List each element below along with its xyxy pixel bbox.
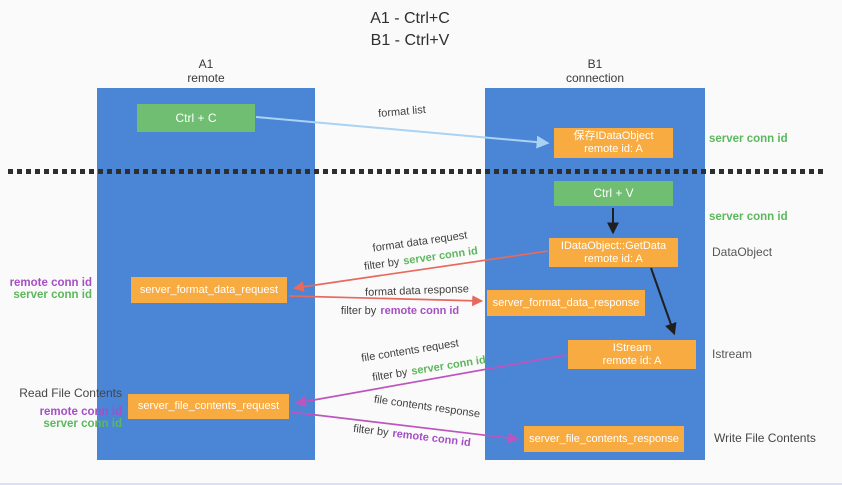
ctrl-c-label: Ctrl + C — [175, 110, 217, 125]
istream-line1: IStream — [612, 341, 652, 354]
server-file-contents-request-label: server_file_contents_request — [137, 400, 280, 412]
server-file-contents-request-node: server_file_contents_request — [128, 394, 289, 419]
server-format-data-request-label: server_format_data_request — [139, 283, 279, 296]
istream-side-label: Istream — [712, 347, 753, 361]
bottom-edge-line — [0, 483, 842, 485]
a1-subtitle: remote — [187, 71, 225, 85]
remote-conn-id-text: remote conn id — [391, 427, 472, 450]
remote-conn-id-text: remote conn id — [380, 305, 460, 317]
getdata-node: IDataObject::GetData remote id: A — [549, 238, 678, 267]
title-line-1: A1 - Ctrl+C — [370, 10, 450, 27]
ctrl-v-label: Ctrl + V — [593, 186, 634, 200]
istream-node: IStream remote id: A — [568, 340, 696, 369]
dotted-separator-line — [8, 169, 826, 174]
server-format-data-request-node: server_format_data_request — [131, 277, 287, 303]
dataobject-label: DataObject — [712, 245, 773, 259]
server-conn-id-text: server conn id — [410, 354, 487, 378]
left-label-group-file: Read File Contents remote conn id server… — [0, 386, 122, 430]
server-format-data-response-label: server_format_data_response — [492, 296, 640, 309]
right-server-conn-id-label-2: server conn id — [709, 211, 788, 223]
getdata-line1: IDataObject::GetData — [560, 239, 667, 252]
istream-line2: remote id: A — [602, 354, 662, 367]
file-contents-response-label: file contents response — [373, 393, 481, 421]
left-server-conn-id-label-1: server conn id — [13, 289, 92, 301]
right-server-conn-id-label-1: server conn id — [709, 133, 788, 145]
filter-by-text: filter by — [352, 422, 390, 440]
filter-by-text: filter by — [340, 305, 377, 317]
title-line-2: B1 - Ctrl+V — [370, 32, 450, 49]
filter-by-text: filter by — [371, 366, 409, 384]
save-dataobject-node: 保存IDataObject remote id: A — [554, 128, 673, 158]
save-dataobject-line1: 保存IDataObject — [573, 130, 654, 142]
save-dataobject-line2: remote id: A — [584, 143, 643, 155]
column-header-b1: B1 connection — [485, 57, 705, 85]
diagram-title: A1 - Ctrl+C B1 - Ctrl+V — [310, 8, 510, 52]
server-format-data-response-node: server_format_data_response — [487, 290, 645, 316]
column-header-a1: A1 remote — [97, 57, 315, 85]
format-list-label: format list — [377, 103, 427, 121]
a1-title: A1 — [198, 57, 214, 71]
read-file-contents-label: Read File Contents — [19, 386, 122, 400]
server-file-contents-response-node: server_file_contents_response — [524, 426, 684, 452]
left-label-group-format: remote conn id server conn id — [0, 277, 92, 301]
left-server-conn-id-label-2: server conn id — [43, 418, 122, 430]
b1-title: B1 — [587, 57, 603, 71]
b1-subtitle: connection — [565, 71, 625, 85]
left-remote-conn-id-label-1: remote conn id — [9, 277, 92, 289]
write-file-contents-label: Write File Contents — [714, 431, 816, 445]
filter-by-text: filter by — [363, 256, 401, 273]
format-data-response-label: format data response — [364, 283, 470, 299]
ctrl-c-node: Ctrl + C — [137, 104, 255, 132]
ctrl-v-node: Ctrl + V — [554, 181, 673, 206]
getdata-line2: remote id: A — [584, 252, 643, 265]
left-remote-conn-id-label-2: remote conn id — [39, 406, 122, 418]
server-file-contents-response-label: server_file_contents_response — [529, 432, 679, 445]
